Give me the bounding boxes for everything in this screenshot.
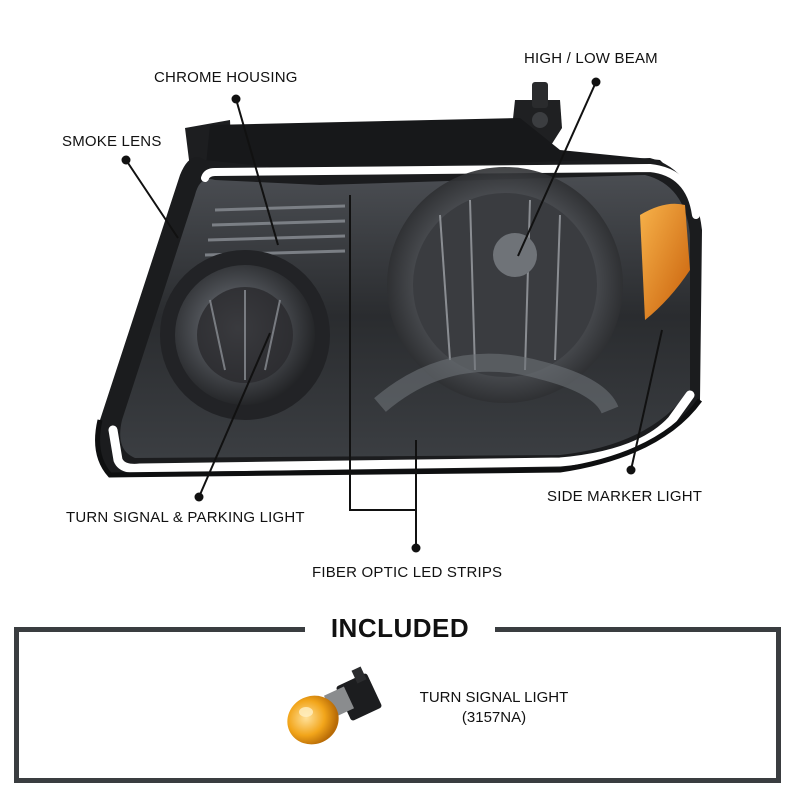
bulb-image bbox=[287, 666, 382, 745]
included-title: INCLUDED bbox=[305, 610, 495, 646]
bulb-label: TURN SIGNAL LIGHT (3157NA) bbox=[404, 688, 584, 728]
high-low-beam-label: HIGH / LOW BEAM bbox=[524, 50, 658, 67]
fiber-optic-label: FIBER OPTIC LED STRIPS bbox=[312, 564, 503, 581]
smoke-lens-label: SMOKE LENS bbox=[62, 133, 162, 150]
side-marker-label: SIDE MARKER LIGHT bbox=[547, 488, 703, 505]
turn-signal-parking-label: TURN SIGNAL & PARKING LIGHT bbox=[66, 509, 305, 526]
chrome-housing-label: CHROME HOUSING bbox=[154, 69, 298, 86]
headlight-image bbox=[95, 82, 703, 478]
bulb-name: TURN SIGNAL LIGHT bbox=[419, 689, 569, 706]
included-frame bbox=[14, 627, 781, 783]
callout-lines bbox=[121, 77, 663, 553]
bulb-part-number: (3157NA) bbox=[461, 709, 527, 726]
